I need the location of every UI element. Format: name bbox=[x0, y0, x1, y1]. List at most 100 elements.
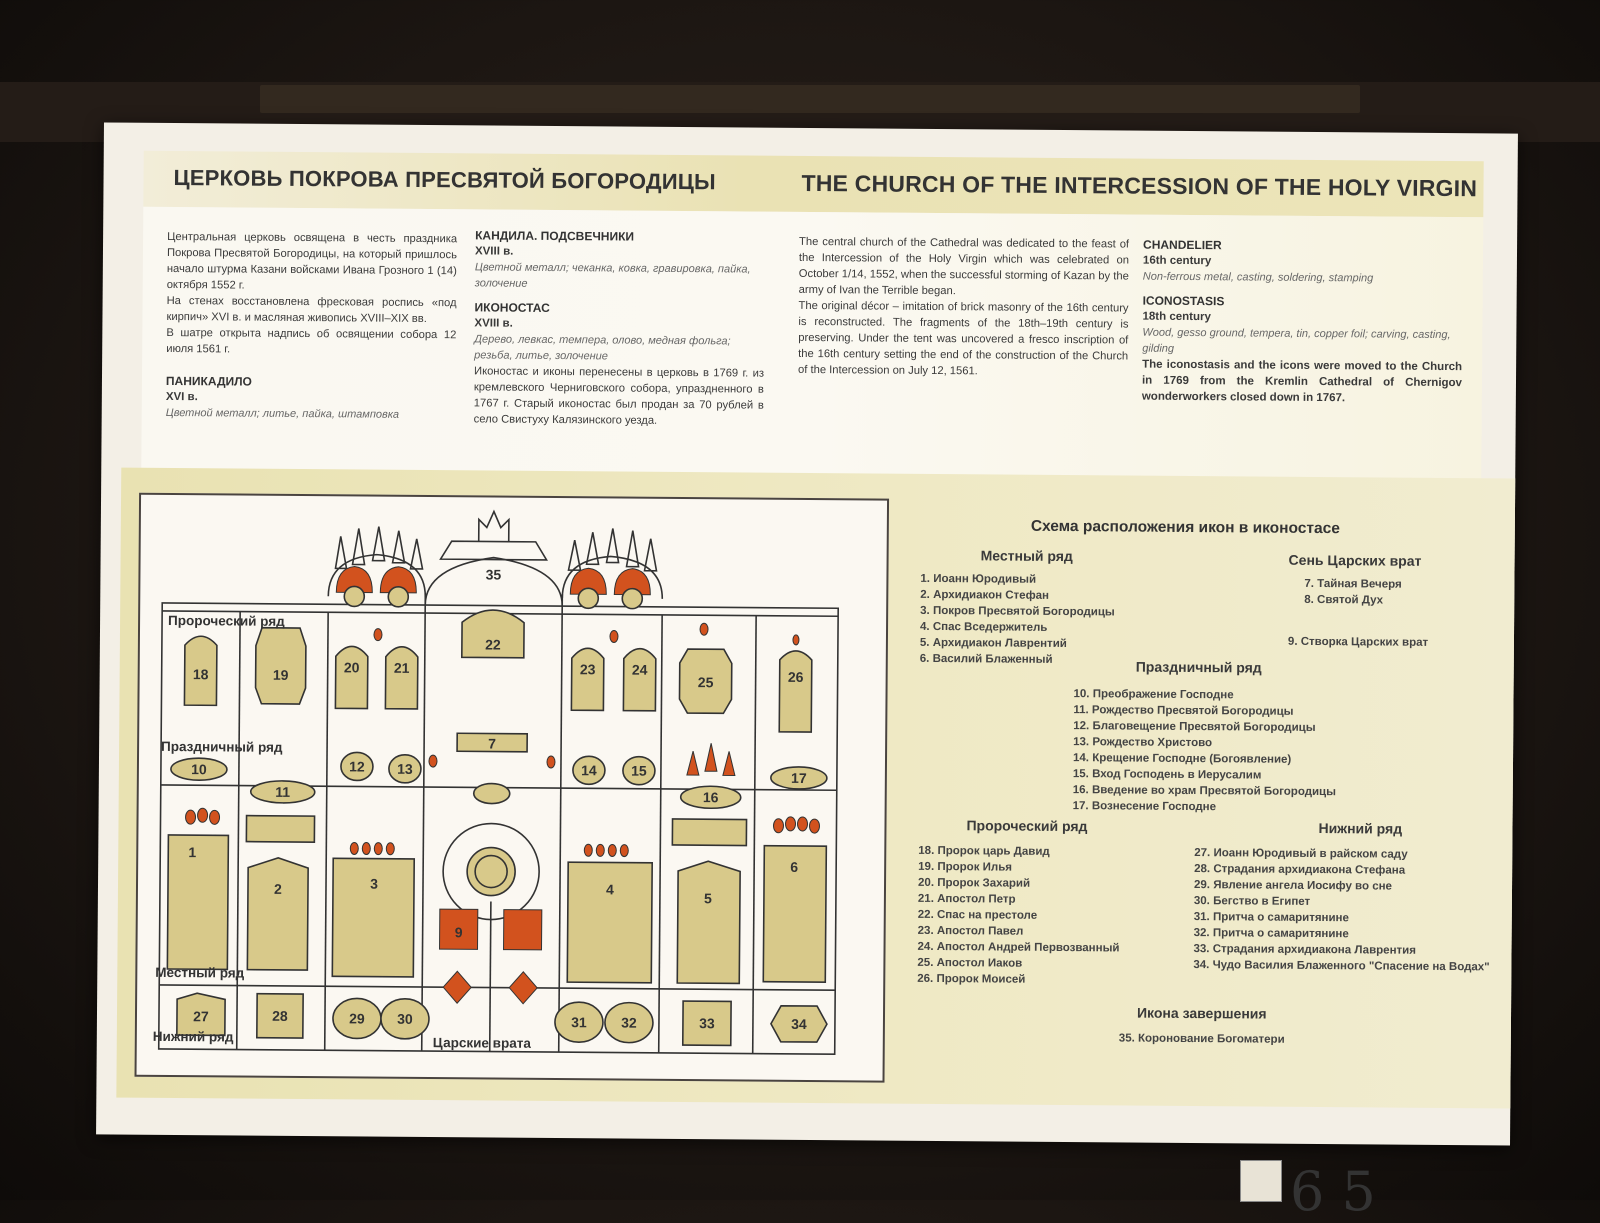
corner-number: 6 5 bbox=[1290, 1160, 1376, 1223]
num-16: 16 bbox=[703, 789, 719, 805]
en-chandelier-materials: Non-ferrous metal, casting, soldering, s… bbox=[1142, 270, 1374, 285]
text-section: Центральная церковь освящена в честь пра… bbox=[141, 206, 1484, 498]
shelf-rail bbox=[260, 85, 1360, 113]
iconostasis-drawing: .pn { fill:#d8c98a; stroke:#333; stroke-… bbox=[153, 509, 840, 1056]
ru-intro-p3: В шатре открыта надпись об освящении соб… bbox=[166, 326, 457, 356]
legend-completion-heading: Икона завершения bbox=[1136, 1004, 1267, 1022]
legend-item: 1. Иоанн Юродивый bbox=[920, 572, 1037, 586]
en-items-column: CHANDELIER 16th century Non-ferrous meta… bbox=[1142, 237, 1463, 408]
en-iconostasis-text: The iconostasis and the icons were moved… bbox=[1141, 358, 1463, 405]
legend-prophets-heading: Пророческий ряд bbox=[966, 817, 1088, 835]
iconostasis-diagram: .pn { fill:#d8c98a; stroke:#333; stroke-… bbox=[134, 492, 890, 1083]
num-10: 10 bbox=[191, 761, 207, 777]
num-1: 1 bbox=[188, 844, 196, 860]
num-28: 28 bbox=[272, 1008, 288, 1024]
num-24: 24 bbox=[632, 662, 648, 678]
num-17: 17 bbox=[791, 770, 807, 786]
ru-ikonostas-materials: Дерево, левкас, темпера, олово, медная ф… bbox=[474, 333, 731, 363]
num-7: 7 bbox=[488, 736, 496, 752]
legend-item: 8. Святой Дух bbox=[1304, 593, 1384, 607]
legend-item: 21. Апостол Петр bbox=[917, 892, 1016, 906]
label-royal-doors: Царские врата bbox=[433, 1035, 532, 1051]
legend-feasts-list: 10. Преображение Господне 11. Рождество … bbox=[1073, 686, 1337, 816]
legend-doors-heading: Сень Царских врат bbox=[1288, 551, 1422, 569]
title-russian: ЦЕРКОВЬ ПОКРОВА ПРЕСВЯТОЙ БОГОРОДИЦЫ bbox=[173, 165, 716, 195]
ru-intro-p2: На стенах восстановлена фресковая роспис… bbox=[166, 294, 457, 326]
num-21: 21 bbox=[394, 660, 410, 676]
legend-item: 22. Спас на престоле bbox=[917, 908, 1038, 922]
legend-local-heading: Местный ряд bbox=[980, 547, 1073, 565]
legend-item: 23. Апостол Павел bbox=[917, 924, 1024, 938]
legend-item: 6. Василий Блаженный bbox=[919, 652, 1053, 666]
icon-legend: Схема расположения икон в иконостасе Мес… bbox=[897, 517, 1491, 1082]
num-31: 31 bbox=[571, 1014, 587, 1030]
info-board: ЦЕРКОВЬ ПОКРОВА ПРЕСВЯТОЙ БОГОРОДИЦЫ THE… bbox=[96, 122, 1518, 1146]
legend-doors-extra: 9. Створка Царских врат bbox=[1287, 635, 1429, 649]
num-12: 12 bbox=[349, 758, 365, 774]
ru-ikonostas-title: ИКОНОСТАС bbox=[474, 300, 550, 315]
num-32: 32 bbox=[621, 1015, 637, 1031]
legend-item: 24. Апостол Андрей Первозванный bbox=[917, 940, 1120, 955]
legend-item: 7. Тайная Вечеря bbox=[1304, 577, 1402, 591]
legend-item: 25. Апостол Иаков bbox=[917, 956, 1023, 970]
num-27: 27 bbox=[193, 1008, 209, 1024]
num-5: 5 bbox=[704, 890, 712, 906]
num-9: 9 bbox=[455, 924, 463, 940]
legend-lower-list: 27. Иоанн Юродивый в райском саду 28. Ст… bbox=[1193, 845, 1490, 975]
legend-item: 20. Пророк Захарий bbox=[918, 876, 1031, 890]
legend-item: 26. Пророк Моисей bbox=[917, 972, 1026, 986]
num-25: 25 bbox=[698, 674, 714, 690]
ru-kandila-title: КАНДИЛА. ПОДСВЕЧНИКИ bbox=[475, 228, 635, 244]
legend-item: 34. Чудо Василия Блаженного "Спасение на… bbox=[1193, 959, 1490, 974]
tag-icon-left bbox=[1240, 1160, 1282, 1202]
num-20: 20 bbox=[344, 659, 360, 675]
num-11: 11 bbox=[275, 784, 290, 800]
num-30: 30 bbox=[397, 1011, 413, 1027]
legend-item: 2. Архидиакон Стефан bbox=[920, 588, 1050, 602]
num-6: 6 bbox=[790, 859, 798, 875]
num-22: 22 bbox=[485, 636, 501, 652]
num-13: 13 bbox=[397, 761, 413, 777]
en-iconostasis-materials: Wood, gesso ground, tempera, tin, copper… bbox=[1142, 326, 1451, 355]
crown-spikes-right bbox=[567, 528, 658, 572]
num-4: 4 bbox=[606, 881, 614, 897]
label-feasts-row: Праздничный ряд bbox=[161, 739, 283, 755]
ru-ikonostas-text: Иконостас и иконы перенесены в церковь в… bbox=[473, 365, 765, 427]
num-18: 18 bbox=[193, 666, 209, 682]
legend-item: 18. Пророк царь Давид bbox=[918, 844, 1050, 858]
label-prophets-row: Пророческий ряд bbox=[168, 613, 285, 629]
label-lower-row: Нижний ряд bbox=[153, 1029, 234, 1045]
num-3: 3 bbox=[370, 876, 378, 892]
diagram-numbers: 18 19 20 21 22 23 24 25 26 35 10 11 12 1… bbox=[188, 566, 807, 1032]
legend-local-list: 1. Иоанн Юродивый 2. Архидиакон Стефан 3… bbox=[920, 571, 1115, 669]
legend-item: 4. Спас Вседержитель bbox=[920, 620, 1048, 634]
num-14: 14 bbox=[581, 762, 597, 778]
legend-completion-item: 35. Коронование Богоматери bbox=[1118, 1032, 1285, 1046]
crown-spikes-left bbox=[334, 526, 424, 570]
legend-lower-heading: Нижний ряд bbox=[1318, 820, 1403, 837]
legend-item: 19. Пророк Илья bbox=[918, 860, 1013, 874]
num-29: 29 bbox=[349, 1010, 365, 1026]
num-33: 33 bbox=[699, 1015, 715, 1031]
label-local-row: Местный ряд bbox=[155, 965, 244, 981]
num-2: 2 bbox=[274, 881, 282, 897]
en-intro-p2: The original décor – imitation of brick … bbox=[798, 299, 1129, 378]
en-intro-column: The central church of the Cathedral was … bbox=[798, 234, 1129, 381]
legend-item: 5. Архидиакон Лаврентий bbox=[919, 636, 1067, 651]
flame-accents bbox=[185, 622, 820, 858]
ru-intro-p1: Центральная церковь освящена в честь пра… bbox=[166, 230, 458, 292]
ru-items-column: КАНДИЛА. ПОДСВЕЧНИКИ XVIII в. Цветной ме… bbox=[474, 227, 766, 429]
legend-feasts-heading: Праздничный ряд bbox=[1135, 658, 1262, 676]
legend-prophets-list: 18. Пророк царь Давид 19. Пророк Илья 20… bbox=[917, 843, 1120, 989]
en-intro-p1: The central church of the Cathedral was … bbox=[798, 235, 1130, 298]
title-english: THE CHURCH OF THE INTERCESSION OF THE HO… bbox=[801, 169, 1478, 202]
num-35: 35 bbox=[486, 566, 502, 582]
legend-item: 17. Вознесение Господне bbox=[1072, 800, 1217, 814]
ru-panikadilo-title: ПАНИКАДИЛО bbox=[165, 373, 252, 389]
ru-panikadilo-materials: Цветной металл; литье, пайка, штамповка bbox=[165, 406, 400, 421]
num-23: 23 bbox=[580, 661, 596, 677]
header-band: ЦЕРКОВЬ ПОКРОВА ПРЕСВЯТОЙ БОГОРОДИЦЫ THE… bbox=[143, 150, 1484, 218]
ru-kandila-materials: Цветной металл; чеканка, ковка, гравиров… bbox=[474, 261, 751, 290]
num-26: 26 bbox=[788, 669, 804, 685]
ru-intro-column: Центральная церковь освящена в честь пра… bbox=[166, 229, 457, 423]
